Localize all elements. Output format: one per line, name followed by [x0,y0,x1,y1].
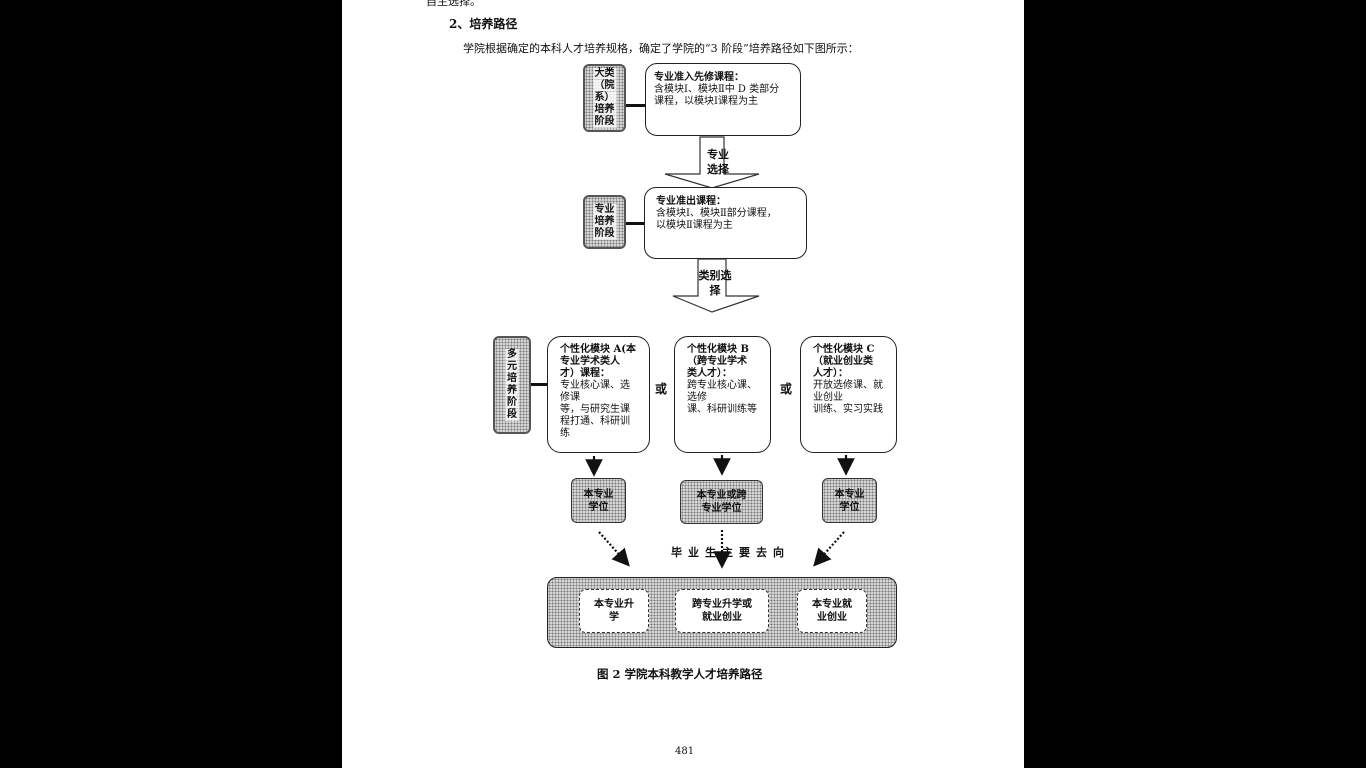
module-a-title-1: 个性化模块 A(本 [560,344,636,355]
prerequisite-body-line-2: 课程，以模块Ⅰ课程为主 [654,96,758,107]
module-b-title-1: 个性化模块 B [687,344,749,355]
stage-label-general: 大类（院系）培养阶段 [583,64,626,132]
module-a-body-3: 程打通、科研训 [560,416,630,427]
destination-own-major-employment: 本专业就业创业 [797,589,867,633]
arrow-label-2-line-1: 类别选 [698,269,732,282]
stage-major-line-1: 专业 [593,204,616,215]
or-label-1: 或 [655,382,668,396]
arrow-label-2-line-2: 择 [709,284,721,297]
module-c-body-2: 训练、实习实践 [813,404,883,415]
stage-diverse-line-6: 段 [506,409,518,420]
prerequisite-courses-box: 专业准入先修课程： 含模块Ⅰ、模块Ⅱ中 D 类部分 课程，以模块Ⅰ课程为主 [645,63,801,136]
hollow-arrow-1 [664,136,760,189]
arrow-label-major-choice: 专业选择 [688,147,748,177]
stage-general-line-2: （院 [593,80,616,91]
degree-1-line-2: 学位 [588,501,609,513]
degree-box-own-major: 本专业学位 [571,478,626,523]
module-c-title-2: （就业创业类 [813,356,873,367]
destination-3-line-2: 业创业 [817,612,847,623]
document-page: 自主选择。 2、培养路径 学院根据确定的本科人才培养规格，确定了学院的“3 阶段… [342,0,1024,768]
destination-cross-major: 跨专业升学或就业创业 [675,589,769,633]
degree-2-line-2: 专业学位 [701,503,742,514]
exit-courses-title: 专业准出课程： [656,196,726,207]
stage-general-line-4: 培养 [593,104,616,115]
destination-own-major-study: 本专业升学 [579,589,649,633]
destination-2-line-2: 就业创业 [702,612,742,623]
stage-general-line-5: 阶段 [593,116,616,127]
stage-general-line-3: 系） [593,92,616,103]
module-a-title-3: 才）课程： [560,368,610,379]
stage-diverse-line-2: 元 [506,361,518,372]
arrow-label-1-line-1: 专业 [707,148,729,161]
page-number: 481 [675,746,695,757]
degree-box-cross-major: 本专业或跨专业学位 [680,480,763,524]
module-c-title-3: 人才）： [813,368,848,379]
stage-major-line-2: 培养 [593,216,616,227]
stage-label-major: 专业培养阶段 [583,195,626,249]
destination-1-line-1: 本专业升 [594,599,634,610]
arrow-label-1-line-2: 选择 [707,163,729,176]
degree-1-line-1: 本专业 [583,488,614,500]
stage-diverse-line-3: 培 [506,373,518,384]
stage-diverse-line-1: 多 [506,349,518,360]
stage-label-diverse: 多元培养阶段 [493,336,531,434]
section-heading: 2、培养路径 [449,17,518,31]
stage-major-line-3: 阶段 [593,228,616,239]
module-b-body-1: 跨专业核心课、选修 [687,380,757,403]
module-c-body-1: 开放选修课、就业创业 [813,380,883,403]
stage-general-line-1: 大类 [593,68,616,79]
stage-diverse-line-5: 阶 [506,397,518,408]
module-b-title-3: 类人才）： [687,368,732,379]
destination-2-line-1: 跨专业升学或 [692,599,752,610]
exit-courses-body-line-1: 含模块Ⅰ、模块Ⅱ部分课程， [656,208,777,219]
previous-line-fragment: 自主选择。 [426,0,481,8]
module-a-box: 个性化模块 A(本 专业学术类人 才）课程： 专业核心课、选修课 等，与研究生课… [547,336,650,453]
degree-box-own-major-c: 本专业学位 [822,478,877,523]
destination-1-line-2: 学 [609,612,619,623]
arrow-label-category-choice: 类别选择 [685,268,745,298]
module-b-box: 个性化模块 B （跨专业学术 类人才）： 跨专业核心课、选修 课、科研训练等 [674,336,771,453]
module-a-title-2: 专业学术类人 [560,356,620,367]
stage-diverse-line-4: 养 [506,385,518,396]
hollow-arrow-2 [672,258,760,313]
exit-courses-box: 专业准出课程： 含模块Ⅰ、模块Ⅱ部分课程， 以模块Ⅱ课程为主 [644,187,807,259]
prerequisite-title: 专业准入先修课程： [654,72,744,83]
connector-stage2 [626,222,645,225]
connector-stage1 [626,104,645,107]
module-b-title-2: （跨专业学术 [687,356,747,367]
degree-3-line-1: 本专业 [834,488,865,500]
or-label-2: 或 [780,382,793,396]
dotted-arrow-left [598,531,630,567]
figure-caption: 图 2 学院本科教学人才培养路径 [597,667,763,681]
connector-stage3 [531,383,548,386]
intro-paragraph: 学院根据确定的本科人才培养规格，确定了学院的“3 阶段”培养路径如下图所示： [463,42,859,55]
degree-3-line-2: 学位 [839,501,860,513]
diagram-connectors [585,136,855,569]
dotted-arrow-right [813,531,845,567]
module-a-body-1: 专业核心课、选修课 [560,380,630,403]
destination-3-line-1: 本专业就 [812,599,852,610]
module-c-box: 个性化模块 C （就业创业类 人才）： 开放选修课、就业创业 训练、实习实践 [800,336,897,453]
module-c-title-1: 个性化模块 C [813,344,875,355]
destinations-label: 毕业生主要去向 [671,546,790,559]
degree-2-line-1: 本专业或跨 [696,490,747,501]
prerequisite-body-line-1: 含模块Ⅰ、模块Ⅱ中 D 类部分 [654,84,780,95]
exit-courses-body-line-2: 以模块Ⅱ课程为主 [656,220,733,231]
module-b-body-2: 课、科研训练等 [687,404,757,415]
module-a-body-2: 等，与研究生课 [560,404,630,415]
module-a-body-4: 练 [560,428,570,439]
